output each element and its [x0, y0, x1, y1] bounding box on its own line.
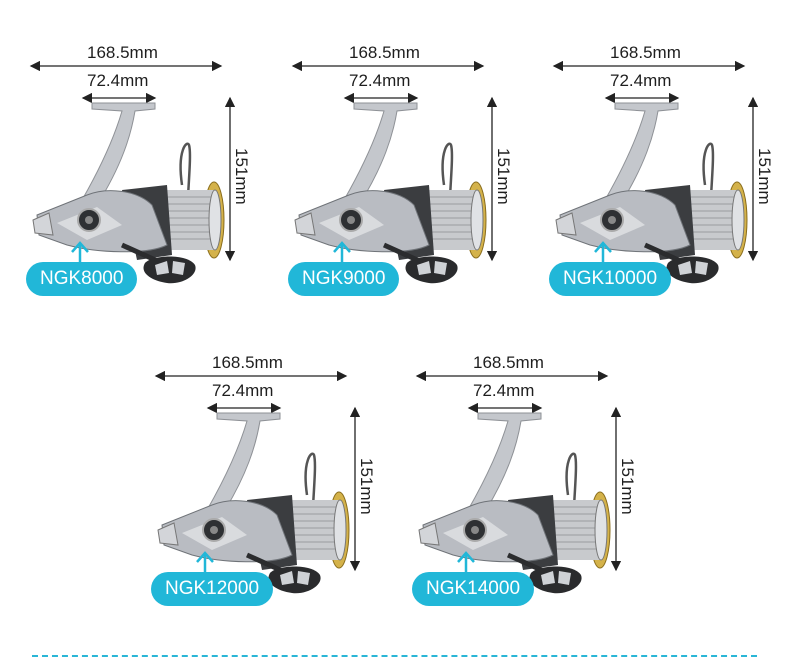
product-card: 168.5mm 72.4mm 151mm: [411, 350, 661, 610]
width-label: 168.5mm: [349, 43, 420, 62]
product-card: 168.5mm 72.4mm 151mm: [150, 350, 400, 610]
spool-width-label: 72.4mm: [473, 381, 535, 400]
width-label: 168.5mm: [212, 353, 283, 372]
dimension-lines: [154, 370, 361, 572]
pointer-arrow: [594, 241, 612, 265]
fishing-reel-image: [413, 405, 628, 610]
dimension-lines: [29, 60, 236, 262]
fishing-reel-image: [289, 95, 504, 300]
fishing-reel-image: [152, 405, 367, 610]
dimension-lines: [291, 60, 498, 262]
model-badge: NGK8000: [26, 262, 138, 296]
spool-width-label: 72.4mm: [349, 71, 411, 90]
model-badge: NGK14000: [412, 572, 535, 606]
fishing-reel-image: [27, 95, 242, 300]
width-label: 168.5mm: [473, 353, 544, 372]
product-card: 168.5mm 72.4mm 151mm: [25, 40, 275, 300]
model-badge: NGK10000: [549, 262, 672, 296]
width-label: 168.5mm: [610, 43, 681, 62]
width-label: 168.5mm: [87, 43, 158, 62]
spool-width-label: 72.4mm: [212, 381, 274, 400]
fishing-reel-image: [550, 95, 765, 300]
product-card: 168.5mm 72.4mm 151mm: [548, 40, 790, 300]
pointer-arrow: [196, 551, 214, 575]
product-card: 168.5mm 72.4mm 151mm: [287, 40, 537, 300]
pointer-arrow: [71, 241, 89, 265]
dimension-lines: [415, 370, 622, 572]
pointer-arrow: [333, 241, 351, 265]
spool-width-label: 72.4mm: [87, 71, 149, 90]
pointer-arrow: [457, 551, 475, 575]
dashed-divider: [32, 655, 757, 657]
model-badge: NGK12000: [151, 572, 274, 606]
spool-width-label: 72.4mm: [610, 71, 672, 90]
dimension-lines: [552, 60, 759, 262]
model-badge: NGK9000: [288, 262, 400, 296]
